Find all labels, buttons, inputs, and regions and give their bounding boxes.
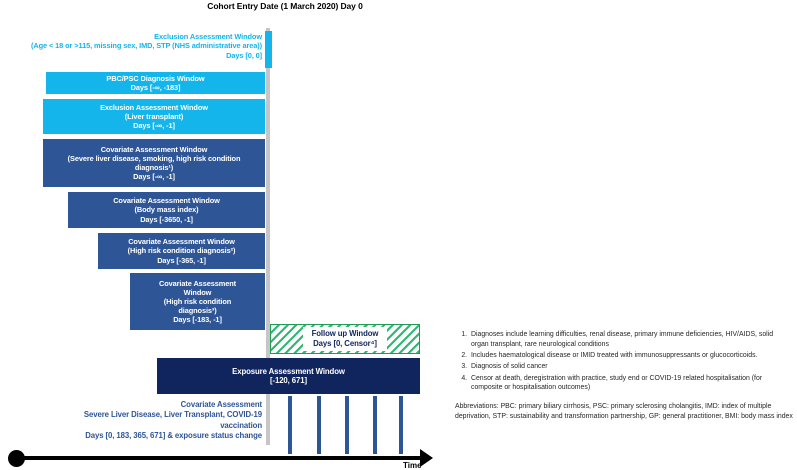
exposure-assessment-window-bar: Exposure Assessment Window [-120, 671] <box>157 358 420 394</box>
covariate-caption-line2: Severe Liver Disease, Liver Transplant, … <box>83 410 262 420</box>
covariate-severe-detail-b: diagnosis¹) <box>134 163 174 172</box>
exclusion-day0-label: Exclusion Assessment Window (Age < 18 or… <box>0 32 262 60</box>
timeline-arrow-icon <box>420 449 433 467</box>
exclusion-day0-title: Exclusion Assessment Window <box>154 32 262 41</box>
follow-up-days: Days [0, Censor⁴] <box>313 339 377 348</box>
covariate-severe-title: Covariate Assessment Window <box>100 144 208 154</box>
covariate-caption-line4: Days [0, 183, 365, 671] & exposure statu… <box>85 431 262 441</box>
exposure-title: Exposure Assessment Window <box>232 366 345 376</box>
footnote-item: Diagnosis of solid cancer <box>469 362 790 372</box>
exclusion-transplant-detail: (Liver transplant) <box>124 111 184 121</box>
covariate-hrc3-detail-a: (High risk condition <box>163 296 232 306</box>
covariate-severe-liver-window-bar: Covariate Assessment Window (Severe live… <box>43 139 265 187</box>
covariate-bmi-detail: (Body mass index) <box>134 205 199 215</box>
covariate-hrc2-title: Covariate Assessment Window <box>128 237 235 247</box>
timeline-start-dot <box>8 450 25 467</box>
footnotes: Diagnoses include learning difficulties,… <box>455 330 790 395</box>
covariate-hrc3-detail-b: diagnosis³) <box>178 306 217 316</box>
covariate-bmi-title: Covariate Assessment Window <box>113 196 220 206</box>
footnote-item: Censor at death, deregistration with pra… <box>469 374 790 394</box>
pbc-psc-diagnosis-window-bar: PBC/PSC Diagnosis Window Days [-∞, -183] <box>46 72 265 94</box>
cohort-entry-line <box>266 28 270 445</box>
covariate-caption-line3: vaccination <box>220 420 262 430</box>
covariate-bmi-window-bar: Covariate Assessment Window (Body mass i… <box>68 192 265 228</box>
covariate-hrc2-days: Days [-365, -1] <box>157 255 206 265</box>
exposure-tick-4 <box>373 396 377 454</box>
exclusion-transplant-title: Exclusion Assessment Window <box>100 102 208 112</box>
pbc-psc-days: Days [-∞, -183] <box>130 83 181 92</box>
exclusion-day0-detail: (Age < 18 or >115, missing sex, IMD, STP… <box>31 41 262 51</box>
exposure-tick-3 <box>345 396 349 454</box>
covariate-hrc3-title-b: Window <box>183 287 212 297</box>
covariate-high-risk-183-window-bar: Covariate Assessment Window (High risk c… <box>130 273 265 330</box>
exposure-days: [-120, 671] <box>269 376 308 385</box>
covariate-bmi-days: Days [-3650, -1] <box>140 214 193 224</box>
footnote-list: Diagnoses include learning difficulties,… <box>455 330 790 393</box>
covariate-hrc3-days: Days [-183, -1] <box>173 315 222 325</box>
covariate-assessment-caption: Covariate Assessment Severe Liver Diseas… <box>0 400 262 441</box>
timeline-axis-line <box>18 456 424 460</box>
pbc-psc-title: PBC/PSC Diagnosis Window <box>106 73 205 83</box>
cohort-entry-line2: (1 March 2020) <box>280 1 339 11</box>
exposure-tick-2 <box>317 396 321 454</box>
cohort-entry-header: Cohort Entry Date (1 March 2020) Day 0 <box>200 1 370 11</box>
exclusion-liver-transplant-window-bar: Exclusion Assessment Window (Liver trans… <box>43 99 265 134</box>
footnote-item: Includes haematological disease or IMID … <box>469 351 790 361</box>
abbreviations-text: Abbreviations: PBC: primary biliary cirr… <box>455 403 793 420</box>
covariate-severe-days: Days [-∞, -1] <box>133 172 175 182</box>
follow-up-window-bar: Follow up Window Days [0, Censor⁴] <box>270 324 420 354</box>
cohort-entry-line1: Cohort Entry Date <box>207 1 279 11</box>
covariate-caption-line1: Covariate Assessment <box>180 400 262 409</box>
exposure-tick-5 <box>399 396 403 454</box>
covariate-high-risk-365-window-bar: Covariate Assessment Window (High risk c… <box>98 233 265 269</box>
exclusion-day0-bar <box>265 31 272 68</box>
exclusion-transplant-days: Days [-∞, -1] <box>133 121 175 131</box>
exposure-tick-1 <box>288 396 292 454</box>
follow-up-title: Follow up Window <box>311 328 379 338</box>
exclusion-day0-days: Days [0, 0] <box>226 50 262 60</box>
covariate-hrc2-detail: (High risk condition diagnosis²) <box>127 246 236 256</box>
covariate-hrc3-title-a: Covariate Assessment <box>158 278 236 288</box>
follow-up-window-label: Follow up Window Days [0, Censor⁴] <box>302 326 388 352</box>
timeline-axis-label: Time <box>403 461 422 470</box>
footnote-item: Diagnoses include learning difficulties,… <box>469 330 790 350</box>
cohort-entry-line3: Day 0 <box>340 1 363 11</box>
covariate-severe-detail-a: (Severe liver disease, smoking, high ris… <box>67 153 241 163</box>
